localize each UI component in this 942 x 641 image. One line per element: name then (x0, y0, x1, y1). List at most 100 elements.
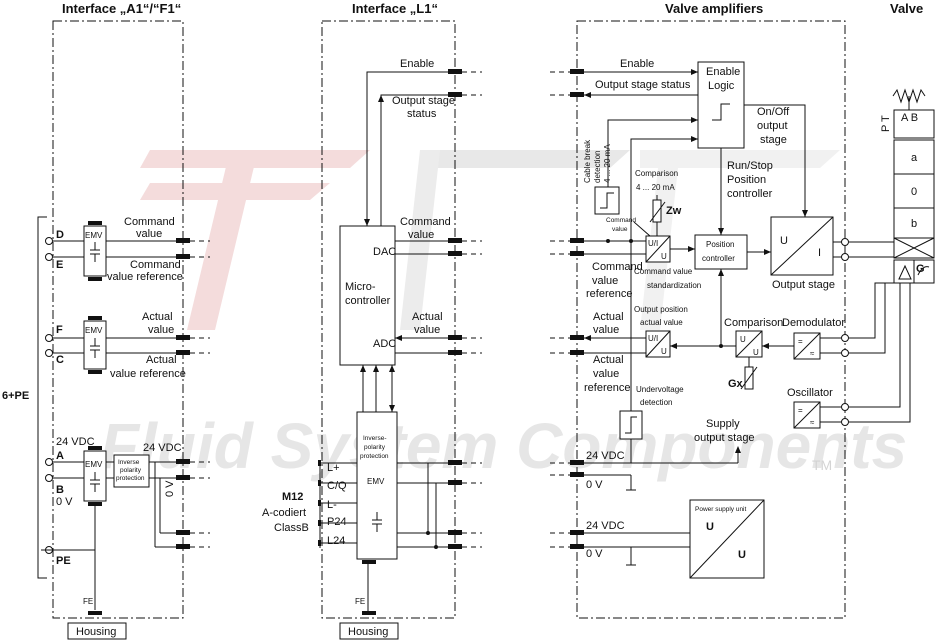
actual-iu-diagonal (645, 330, 671, 358)
outpos-line1: Output position (634, 305, 688, 314)
command-iu-top: U/I (648, 239, 658, 248)
m12-line3: ClassB (274, 522, 309, 534)
l1-housing-label: Housing (348, 626, 388, 638)
cable-break-step-icon (600, 192, 614, 209)
connector-bracket (37, 216, 47, 579)
demodulator-label: Demodulator (782, 317, 845, 329)
position-controller-box (694, 234, 748, 270)
psu-u1: U (706, 521, 714, 533)
amp-command-line3: reference (586, 288, 632, 300)
left-actual-ref-line1: Actual (146, 354, 177, 366)
pin-pe-label: PE (56, 555, 71, 567)
position-controller-line1: Position (706, 240, 734, 249)
valve-pos-0-label: 0 (911, 186, 917, 198)
l1-fe-label: FE (355, 597, 365, 606)
adc-label: ADC (373, 338, 396, 350)
l1-emv-block (356, 411, 398, 560)
pin-a: A (45, 450, 64, 466)
emv-filter-command: EMV (83, 221, 107, 281)
watermark-text: Fluid System Components (100, 410, 907, 482)
cable-break-line1: Cable break (583, 139, 592, 183)
comparison-uu-bottom: U (753, 348, 759, 357)
emv-label-2: EMV (85, 326, 103, 335)
l1-emv-label: EMV (367, 477, 385, 486)
valve-ports-top: A B (901, 112, 918, 124)
pin-b-label: B (56, 484, 64, 496)
comparison-420-line1: Comparison (635, 169, 678, 178)
cable-break-line3: 4 ... 20 mA (603, 144, 612, 183)
comparison-uu-top: U (740, 335, 746, 344)
actual-iu-bottom: U (661, 347, 667, 356)
left-0v-rotated-label: 0 V (164, 480, 176, 497)
pin-a-label: A (56, 450, 64, 462)
oscillator-diagonal (793, 401, 821, 429)
l1-inverse-line3: protection (360, 453, 389, 460)
l1-output-stage-line2: status (407, 108, 437, 120)
enable-logic-step-icon (712, 103, 730, 121)
amp-command-line2: value (592, 275, 618, 287)
comparison-label: Comparison (724, 317, 783, 329)
left-actual-ref-line2: value reference (110, 368, 186, 380)
left-command-value-line2: value (136, 228, 162, 240)
emv-filter-actual: EMV (83, 316, 107, 374)
oscillator-label: Oscillator (787, 387, 833, 399)
amp-enable-label: Enable (620, 58, 654, 70)
l1-actual-value-line1: Actual (412, 311, 443, 323)
amp-24vdc-1: 24 VDC (586, 450, 625, 462)
amp-0v-2: 0 V (586, 548, 603, 560)
valve-solenoid-icon (893, 237, 935, 259)
pin-b: B (45, 474, 64, 496)
l1-output-stage-line1: Output stage (392, 95, 455, 107)
left-signal-lines (41, 240, 176, 610)
left-inverse-polarity-box: Inverse polarity protection (113, 454, 150, 488)
l1-inverse-line1: Inverse- (363, 435, 386, 442)
output-stage-label: Output stage (772, 279, 835, 291)
undervoltage-step-icon (625, 416, 637, 434)
demodulator-diagonal (793, 332, 821, 360)
cv-std-line1: Command value (634, 267, 693, 276)
left-24vdc-label: 24 VDC (56, 436, 95, 448)
pin-d: D (45, 229, 64, 245)
amp-0v-1: 0 V (586, 479, 603, 491)
amp-actual-line1: Actual (593, 311, 624, 323)
microcontroller-box (339, 225, 396, 366)
m12-title: M12 (282, 491, 303, 503)
frame-interface-a1 (52, 20, 184, 619)
m12-pin-label-2: C/Q (327, 480, 347, 492)
oscillator-ac: ≈ (810, 418, 815, 427)
actual-signal-lines (584, 269, 736, 354)
cable-break-line2: detection (593, 151, 602, 183)
command-iu-bottom: U (661, 252, 667, 261)
output-stage-out-lines (833, 238, 894, 261)
runstop-line3: controller (727, 188, 773, 200)
position-controller-line2: controller (702, 254, 735, 263)
m12-line2: A-codiert (262, 507, 306, 519)
amp-actual-ref-line2: value (593, 368, 619, 380)
amp-24vdc-2: 24 VDC (586, 520, 625, 532)
valve-pos-b-label: b (911, 218, 917, 230)
left-supply-lines (106, 461, 176, 548)
header-valve: Valve (890, 1, 923, 16)
dac-label: DAC (373, 246, 396, 258)
amp-actual-line2: value (593, 324, 619, 336)
l1-emv-plug (362, 560, 376, 564)
amp-actual-ref-line1: Actual (593, 354, 624, 366)
frame-interface-l1 (321, 20, 456, 619)
header-interface-l1: Interface „L1“ (352, 1, 438, 16)
amp-output-stage-status-label: Output stage status (595, 79, 691, 91)
onoff-line2: output (757, 120, 788, 132)
pin-c-label: C (56, 354, 64, 366)
watermark-tm: TM (812, 457, 832, 473)
output-stage-diagonal (770, 216, 834, 276)
left-actual-value-line1: Actual (142, 311, 173, 323)
power-supply-diagonal (689, 499, 765, 579)
outpos-line2: actual value (640, 318, 683, 327)
l1-supply-lines (397, 462, 448, 549)
output-stage-u: U (780, 235, 788, 247)
micro-label-line2: controller (345, 295, 391, 307)
left-fe-label: FE (83, 597, 93, 606)
supply-line1: Supply (706, 418, 740, 430)
valve-pos-a-label: a (911, 152, 918, 164)
oscillator-eq: = (798, 406, 803, 415)
left-command-value-line1: Command (124, 216, 175, 228)
